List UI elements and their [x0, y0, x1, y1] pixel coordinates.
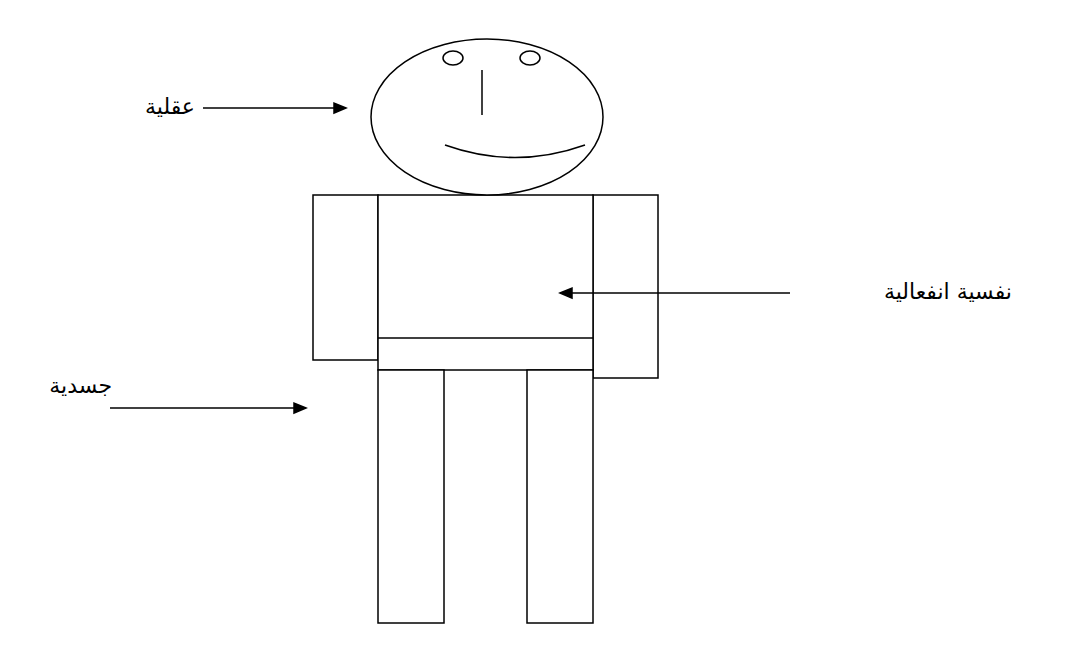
leader-line — [570, 292, 790, 294]
callout-label: عقلية — [145, 94, 195, 120]
torso — [378, 195, 593, 370]
head — [371, 39, 603, 195]
left-eye — [443, 51, 463, 65]
callout-label: نفسية انفعالية — [884, 279, 1012, 305]
leader-line — [110, 407, 296, 409]
arrow-head — [294, 403, 306, 413]
right-eye — [520, 51, 540, 65]
callout-label: جسدية — [49, 373, 112, 399]
right-arm — [593, 195, 658, 378]
arrow-head — [560, 288, 572, 298]
right-leg — [527, 370, 593, 623]
mouth — [445, 145, 585, 158]
left-arm — [313, 195, 378, 360]
leader-line — [203, 107, 336, 109]
arrow-head — [334, 103, 346, 113]
nose — [481, 70, 483, 115]
left-leg — [378, 370, 444, 623]
waist-line — [378, 337, 593, 339]
